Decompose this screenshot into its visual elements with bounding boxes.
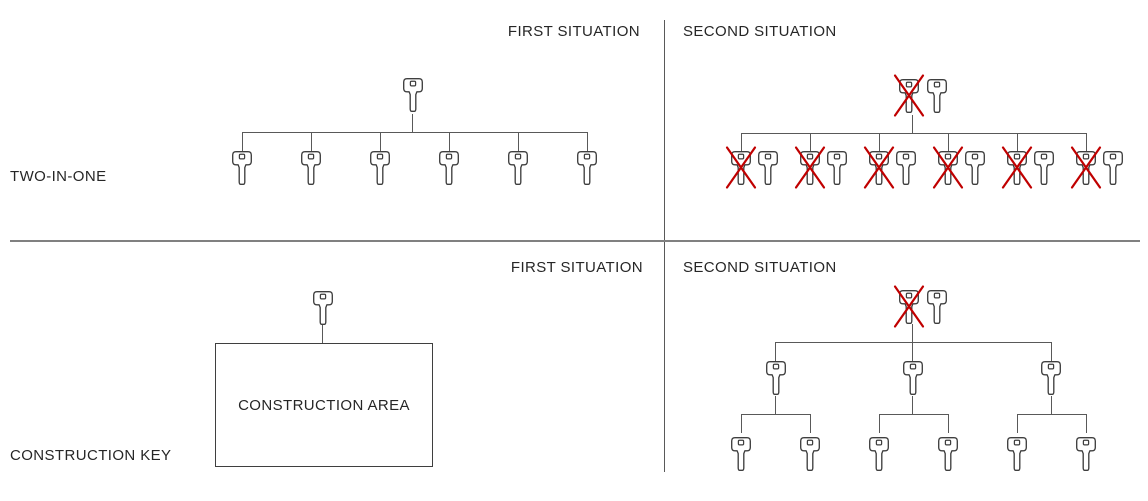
key-icon: [1076, 437, 1096, 471]
tree-connector-line: [1086, 415, 1087, 433]
key-icon: [301, 151, 321, 185]
key-icon: [965, 151, 985, 185]
row-divider-line: [10, 240, 1140, 242]
tree-connector-line: [449, 133, 450, 151]
crossed-out-key-icon: [893, 74, 925, 117]
tree-connector-line: [587, 133, 588, 151]
tree-connector-line: [518, 133, 519, 151]
key-icon: [869, 437, 889, 471]
tree-connector-line: [1051, 343, 1052, 361]
crossed-out-key-icon: [932, 146, 964, 189]
header-second-situation-bottom: SECOND SITUATION: [683, 259, 837, 276]
tree-connector-line: [311, 133, 312, 151]
tree-connector-line: [879, 134, 880, 151]
tree-connector-line: [412, 114, 413, 132]
key-icon: [800, 437, 820, 471]
key-icon: [938, 437, 958, 471]
tree-connector-line: [912, 396, 913, 414]
key-icon: [313, 291, 333, 325]
key-icon: [903, 361, 923, 395]
construction-area-label: CONSTRUCTION AREA: [238, 396, 410, 414]
key-icon: [1007, 437, 1027, 471]
key-icon: [927, 79, 947, 113]
key-icon: [403, 78, 423, 112]
tree-connector-line: [741, 414, 811, 415]
crossed-out-key-icon: [1001, 146, 1033, 189]
tree-connector-line: [1017, 415, 1018, 433]
key-icon: [1041, 361, 1061, 395]
key-icon: [232, 151, 252, 185]
tree-connector-line: [1017, 414, 1087, 415]
column-divider-line: [664, 20, 665, 472]
tree-connector-line: [242, 133, 243, 151]
crossed-out-key-icon: [1070, 146, 1102, 189]
key-icon: [896, 151, 916, 185]
tree-connector-line: [1051, 396, 1052, 414]
header-first-situation-top: FIRST SITUATION: [507, 23, 640, 40]
tree-connector-line: [322, 325, 323, 343]
key-icon: [370, 151, 390, 185]
key-icon: [1034, 151, 1054, 185]
tree-connector-line: [741, 134, 742, 151]
crossed-out-key-icon: [893, 285, 925, 328]
header-first-situation-bottom: FIRST SITUATION: [510, 259, 643, 276]
construction-area-box: CONSTRUCTION AREA: [215, 343, 433, 467]
tree-connector-line: [775, 343, 776, 361]
tree-connector-line: [741, 133, 1087, 134]
tree-connector-line: [948, 134, 949, 151]
tree-connector-line: [912, 343, 913, 361]
tree-connector-line: [1086, 134, 1087, 151]
crossed-out-key-icon: [794, 146, 826, 189]
row-label-two-in-one: TWO-IN-ONE: [10, 168, 107, 185]
key-icon: [577, 151, 597, 185]
key-icon: [508, 151, 528, 185]
tree-connector-line: [879, 414, 949, 415]
crossed-out-key-icon: [863, 146, 895, 189]
key-icon: [827, 151, 847, 185]
tree-connector-line: [912, 324, 913, 342]
tree-connector-line: [948, 415, 949, 433]
tree-connector-line: [775, 342, 1052, 343]
key-icon: [758, 151, 778, 185]
tree-connector-line: [242, 132, 588, 133]
key-icon: [927, 290, 947, 324]
key-icon: [1103, 151, 1123, 185]
tree-connector-line: [810, 134, 811, 151]
row-label-construction-key: CONSTRUCTION KEY: [10, 447, 172, 464]
tree-connector-line: [879, 415, 880, 433]
key-icon: [439, 151, 459, 185]
tree-connector-line: [741, 415, 742, 433]
tree-connector-line: [912, 115, 913, 133]
tree-connector-line: [775, 396, 776, 414]
key-icon: [766, 361, 786, 395]
header-second-situation-top: SECOND SITUATION: [683, 23, 837, 40]
tree-connector-line: [810, 415, 811, 433]
tree-connector-line: [1017, 134, 1018, 151]
crossed-out-key-icon: [725, 146, 757, 189]
tree-connector-line: [380, 133, 381, 151]
key-icon: [731, 437, 751, 471]
